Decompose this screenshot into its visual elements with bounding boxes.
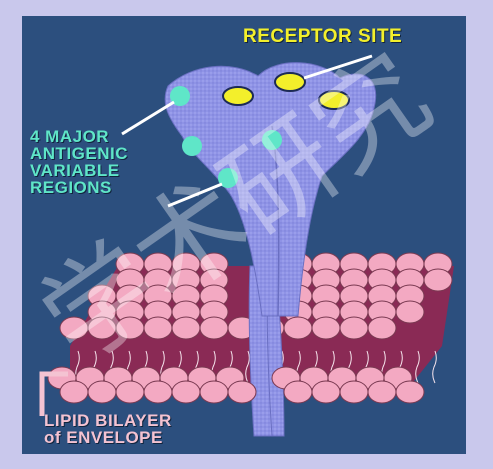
antigenic-line: REGIONS [30, 179, 128, 196]
antigenic-leader-line [122, 102, 174, 134]
lipid-line: LIPID BILAYER [44, 412, 172, 429]
antigenic-regions-label: 4 MAJOR ANTIGENIC VARIABLE REGIONS [30, 128, 128, 196]
lipid-head [172, 381, 200, 403]
lipid-bilayer-label: LIPID BILAYER of ENVELOPE [44, 412, 172, 446]
lipid-head [200, 317, 228, 339]
receptor-site-label: RECEPTOR SITE [243, 26, 402, 48]
lipid-head [144, 381, 172, 403]
lipid-head [60, 381, 88, 403]
lipid-head [312, 381, 340, 403]
lipid-head [200, 381, 228, 403]
lipid-head [424, 269, 452, 291]
antigenic-line: ANTIGENIC [30, 145, 128, 162]
lipid-head [116, 381, 144, 403]
lipid-head [284, 317, 312, 339]
lipid-line: of ENVELOPE [44, 429, 172, 446]
lipid-head [368, 381, 396, 403]
lipid-head [368, 317, 396, 339]
lipid-head [340, 317, 368, 339]
lipid-head [396, 301, 424, 323]
antigenic-line: 4 MAJOR [30, 128, 128, 145]
antigenic-line: VARIABLE [30, 162, 128, 179]
lipid-head [396, 381, 424, 403]
lipid-head [228, 381, 256, 403]
lipid-head [312, 317, 340, 339]
lipid-head [340, 381, 368, 403]
lipid-head [284, 381, 312, 403]
